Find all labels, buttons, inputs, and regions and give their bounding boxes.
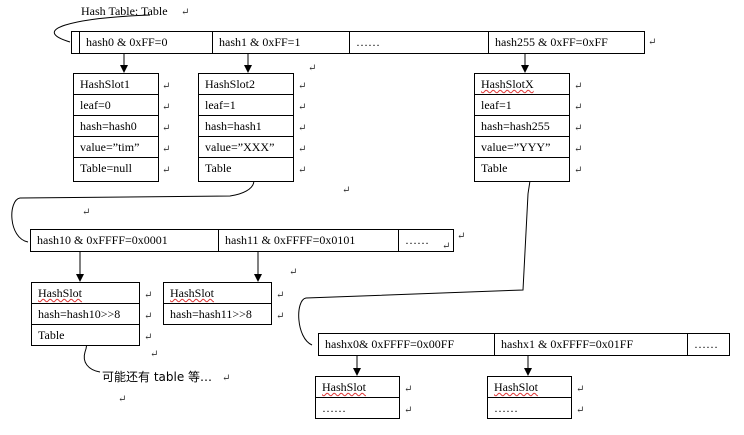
paragraph-mark: ↵ <box>574 144 583 155</box>
paragraph-mark: ↵ <box>404 405 413 416</box>
paragraph-mark: ↵ <box>276 290 285 301</box>
slot-field-hash: hash=hash0 <box>74 116 158 137</box>
slot-header-text: HashSlotX <box>481 77 534 91</box>
hash-slot-1: HashSlot1 leaf=0 hash=hash0 value=”tim” … <box>73 73 159 182</box>
slot-field-hash: hash=hash10>>8 <box>32 304 139 325</box>
table-cell-bucket-0x0001: hash10 & 0xFFFF=0x0001 <box>31 230 219 251</box>
hash-table-level2-right: hashx0& 0xFFFF=0x00FF hashx1 & 0xFFFF=0x… <box>318 333 730 356</box>
slot-header: HashSlot <box>488 377 571 398</box>
paragraph-mark: ↵ <box>144 290 153 301</box>
paragraph-mark: ↵ <box>574 102 583 113</box>
slot-field-value: value=”XXX” <box>199 137 293 158</box>
paragraph-mark: ↵ <box>289 267 298 278</box>
table-cell-ellipsis: …… <box>694 337 718 351</box>
slot-header: HashSlot2 <box>199 74 293 95</box>
paragraph-mark: ↵ <box>276 311 285 322</box>
slot-header: HashSlot <box>316 377 399 398</box>
hash-table-title: Hash Table: Table <box>81 4 168 18</box>
slot-field-value: value=”YYY” <box>475 137 569 158</box>
slot-header-text: HashSlot <box>494 380 539 394</box>
slot-field-leaf: leaf=0 <box>74 95 158 116</box>
slot-header: HashSlotX <box>475 74 569 95</box>
hash-table-level1: hash0 & 0xFF=0 hash1 & 0xFF=1 …… hash255… <box>71 31 645 54</box>
slot-field-leaf: leaf=1 <box>475 95 569 116</box>
slot-field-ellipsis: …… <box>494 401 518 415</box>
slot-field-hash: hash=hash11>>8 <box>170 307 252 321</box>
paragraph-mark: ↵ <box>576 405 585 416</box>
hash-slot-2: HashSlot2 leaf=1 hash=hash1 value=”XXX” … <box>198 73 294 182</box>
hash-slot-l2b-0: HashSlot …… <box>315 376 400 419</box>
slot-field-value: value=”tim” <box>74 137 158 158</box>
paragraph-mark: ↵ <box>574 165 583 176</box>
paragraph-mark: ↵ <box>162 81 171 92</box>
table-cell-bucket-0x00FF: hashx0& 0xFFFF=0x00FF <box>319 334 495 355</box>
paragraph-mark: ↵ <box>298 144 307 155</box>
paragraph-mark: ↵ <box>457 231 466 242</box>
paragraph-mark: ↵ <box>298 165 307 176</box>
slot-header: HashSlot <box>32 283 139 304</box>
table-cell-bucket-0x01FF: hashx1 & 0xFFFF=0x01FF <box>495 334 688 355</box>
paragraph-mark: ↵ <box>162 123 171 134</box>
paragraph-mark: ↵ <box>162 102 171 113</box>
slot-field-table: Table <box>38 328 65 342</box>
paragraph-mark: ↵ <box>162 165 171 176</box>
slot-field-ellipsis: …… <box>322 401 346 415</box>
paragraph-mark: ↵ <box>298 102 307 113</box>
hash-slot-l2b-1: HashSlot …… <box>487 376 572 419</box>
paragraph-mark: ↵ <box>576 384 585 395</box>
note-more-tables: 可能还有 table 等… <box>102 370 213 384</box>
slot-field-hash: hash=hash255 <box>475 116 569 137</box>
paragraph-mark: ↵ <box>574 81 583 92</box>
slot-header: HashSlot <box>164 283 271 304</box>
hash-slot-x: HashSlotX leaf=1 hash=hash255 value=”YYY… <box>474 73 570 182</box>
hash-table-level2-left: hash10 & 0xFFFF=0x0001 hash11 & 0xFFFF=0… <box>30 229 454 252</box>
paragraph-mark: ↵ <box>181 7 190 18</box>
table-cell-bucket-0x0101: hash11 & 0xFFFF=0x0101 <box>219 230 399 251</box>
table-cell-ellipsis: …… <box>350 32 489 53</box>
paragraph-mark: ↵ <box>298 81 307 92</box>
paragraph-mark: ↵ <box>648 37 657 48</box>
slot-header-text: HashSlot <box>322 380 367 394</box>
table-cell-lead <box>72 32 80 53</box>
paragraph-mark: ↵ <box>144 311 153 322</box>
slot-field-hash: hash=hash1 <box>199 116 293 137</box>
slot-field-table: Table <box>481 161 508 175</box>
hash-slot-l2a-0: HashSlot hash=hash10>>8 Table <box>31 282 140 346</box>
slot-field-leaf: leaf=1 <box>199 95 293 116</box>
paragraph-mark: ↵ <box>82 207 91 218</box>
paragraph-mark: ↵ <box>162 144 171 155</box>
table-cell-bucket0: hash0 & 0xFF=0 <box>80 32 213 53</box>
paragraph-mark: ↵ <box>442 241 451 252</box>
paragraph-mark: ↵ <box>574 123 583 134</box>
paragraph-mark: ↵ <box>308 63 317 74</box>
paragraph-mark: ↵ <box>342 185 351 196</box>
hash-slot-l2a-1: HashSlot hash=hash11>>8 <box>163 282 272 325</box>
table-cell-ellipsis: …… <box>405 233 429 247</box>
slot-field-table: Table=null <box>80 161 132 175</box>
slot-header: HashSlot1 <box>74 74 158 95</box>
paragraph-mark: ↵ <box>118 394 127 405</box>
slot-field-table: Table <box>205 161 232 175</box>
connector-title-to-table <box>54 14 151 43</box>
table-cell-bucket255: hash255 & 0xFF=0xFF <box>495 35 608 49</box>
paragraph-mark: ↵ <box>144 332 153 343</box>
paragraph-mark: ↵ <box>298 123 307 134</box>
slot-header-text: HashSlot <box>170 286 215 300</box>
slot-header-text: HashSlot <box>38 286 83 300</box>
paragraph-mark: ↵ <box>222 373 231 384</box>
table-cell-bucket1: hash1 & 0xFF=1 <box>213 32 350 53</box>
paragraph-mark: ↵ <box>404 384 413 395</box>
paragraph-mark: ↵ <box>150 349 159 360</box>
